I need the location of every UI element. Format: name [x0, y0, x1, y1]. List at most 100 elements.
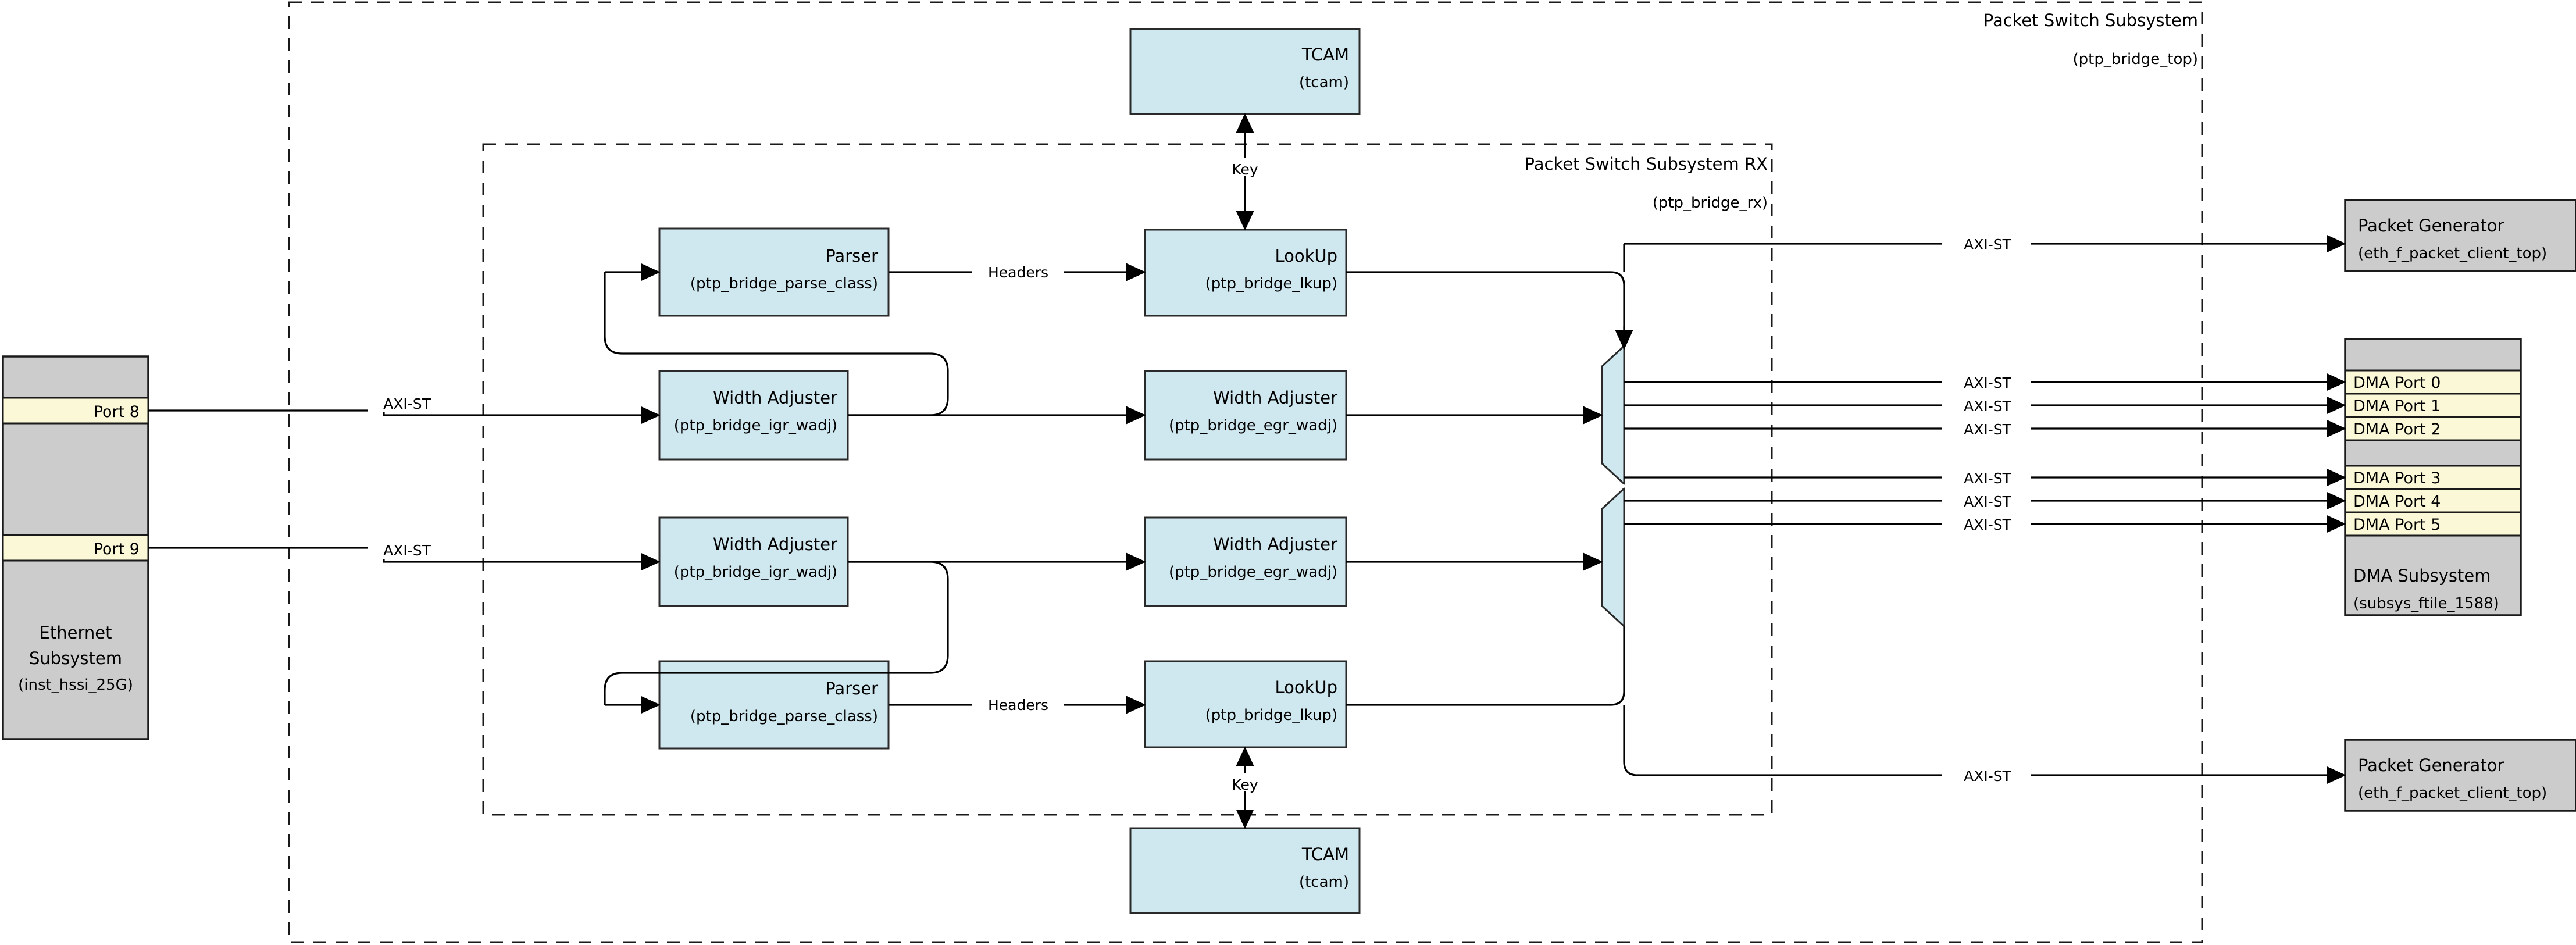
lookup-bottom-box [1144, 660, 1347, 748]
wire-label-headers-0-mask [972, 259, 1064, 276]
wire-igr-wa-top-feedback-to-parser-top [604, 272, 949, 416]
tcam-top: TCAM (tcam) [1129, 28, 1361, 115]
dma-port-1-label: DMA Port 1 [2353, 397, 2441, 415]
wire-label-egress-1-mask [1942, 393, 2031, 409]
width-adjuster-egr-bottom-instance: (ptp_bridge_egr_wadj) [1169, 564, 1337, 581]
wire-label-egress-3: AXI-ST [1964, 470, 2011, 487]
group-label-rx-name: Packet Switch Subsystem RX [1525, 154, 1768, 174]
wire-label-headers-0: Headers [988, 264, 1048, 281]
width-adjuster-igr-top: Width Adjuster (ptp_bridge_igr_wadj) [658, 370, 849, 461]
lookup-top-instance: (ptp_bridge_lkup) [1205, 275, 1337, 293]
packet-generator-top-box [2344, 199, 2576, 272]
dma-port-2-label: DMA Port 2 [2353, 420, 2441, 438]
group-outline-ptp-bridge-rx [482, 143, 1773, 816]
ethernet-subsystem-instance: (inst_hssi_25G) [18, 676, 133, 694]
tcam-bottom-instance: (tcam) [1299, 873, 1349, 891]
dma-port-0-label: DMA Port 0 [2353, 374, 2441, 392]
wire-label-egress-2: AXI-ST [1964, 421, 2011, 438]
width-adjuster-egr-top-name: Width Adjuster [1213, 388, 1337, 408]
wire-label-egress-4: AXI-ST [1964, 493, 2011, 510]
packet-generator-top-instance: (eth_f_packet_client_top) [2358, 245, 2547, 262]
parser-bottom-name: Parser [825, 679, 878, 698]
mux-bottom [1601, 487, 1625, 627]
parser-top-name: Parser [825, 246, 878, 266]
group-label-outer-instance: (ptp_bridge_top) [2072, 51, 2198, 68]
dma-port-5-label: DMA Port 5 [2353, 516, 2441, 534]
dma-port-4[interactable] [2344, 488, 2522, 513]
packet-generator-bottom: Packet Generator (eth_f_packet_client_to… [2344, 739, 2576, 812]
ethernet-port-8[interactable] [2, 397, 149, 425]
wire-label-egress-5-mask [1942, 512, 2031, 528]
ethernet-subsystem-name-line1: Ethernet [40, 623, 112, 643]
tcam-top-box [1129, 28, 1361, 115]
wire-label-pktgen-1: AXI-ST [1964, 768, 2011, 784]
wire-label-egress-4-mask [1942, 488, 2031, 505]
wire-label-pktgen-0-mask [1942, 231, 2031, 248]
width-adjuster-egr-bottom-box [1144, 516, 1347, 607]
wire-label-key-1: Key [1232, 776, 1258, 793]
lookup-top-name: LookUp [1275, 246, 1337, 266]
wire-label-egress-3-mask [1942, 465, 2031, 482]
mux-top [1601, 345, 1625, 485]
packet-generator-bottom-instance: (eth_f_packet_client_top) [2358, 784, 2547, 802]
ethernet-subsystem-name-line2: Subsystem [29, 648, 122, 668]
wire-label-egress-0: AXI-ST [1964, 375, 2011, 391]
packet-generator-top: Packet Generator (eth_f_packet_client_to… [2344, 199, 2576, 272]
wire-label-ingress-1-text: AXI-ST [383, 542, 431, 559]
ethernet-subsystem: Port 8 Port 9 Ethernet Subsystem (inst_h… [2, 355, 149, 740]
width-adjuster-igr-top-instance: (ptp_bridge_igr_wadj) [674, 417, 837, 434]
lookup-bottom: LookUp (ptp_bridge_lkup) [1144, 660, 1347, 748]
dma-port-4-label: DMA Port 4 [2353, 493, 2441, 511]
dma-subsystem-instance: (subsys_ftile_1588) [2353, 595, 2499, 612]
wire-port8-to-igr-wa-top [148, 406, 661, 425]
width-adjuster-egr-top: Width Adjuster (ptp_bridge_egr_wadj) [1144, 370, 1347, 461]
width-adjuster-egr-top-box [1144, 370, 1347, 461]
wire-label-headers-1-mask [972, 692, 1064, 708]
tcam-top-name: TCAM [1301, 45, 1349, 65]
dma-port-1[interactable] [2344, 393, 2522, 418]
ethernet-port-9-label: Port 9 [94, 540, 140, 558]
parser-top: Parser (ptp_bridge_parse_class) [658, 227, 890, 317]
parser-bottom-box [658, 660, 890, 750]
width-adjuster-igr-bottom-name: Width Adjuster [713, 534, 837, 554]
wire-label-pktgen-0: AXI-ST [1964, 236, 2011, 253]
tcam-bottom-box [1129, 827, 1361, 914]
lookup-bottom-instance: (ptp_bridge_lkup) [1205, 707, 1337, 724]
group-label-rx-instance: (ptp_bridge_rx) [1653, 194, 1768, 212]
wire-label-key-1-mask [1218, 773, 1272, 791]
width-adjuster-egr-bottom: Width Adjuster (ptp_bridge_egr_wadj) [1144, 516, 1347, 607]
wire-igr-wa-bottom-feedback-to-parser-bottom [604, 561, 949, 705]
dma-port-3-label: DMA Port 3 [2353, 469, 2441, 487]
packet-generator-bottom-name: Packet Generator [2358, 755, 2504, 775]
wire-label-ingress-0-mask [368, 397, 447, 412]
dma-subsystem: DMA Port 0 DMA Port 1 DMA Port 2 DMA Por… [2344, 338, 2522, 616]
parser-top-box [658, 227, 890, 317]
width-adjuster-igr-top-name: Width Adjuster [713, 388, 837, 408]
parser-top-instance: (ptp_bridge_parse_class) [690, 275, 878, 293]
width-adjuster-egr-top-instance: (ptp_bridge_egr_wadj) [1169, 417, 1337, 434]
wire-label-headers-1: Headers [988, 697, 1048, 714]
parser-bottom-instance: (ptp_bridge_parse_class) [690, 708, 878, 725]
wire-label-key-0-mask [1218, 158, 1272, 176]
wire-lookup-top-to-mux-top [1346, 271, 1625, 346]
packet-generator-top-name: Packet Generator [2358, 216, 2504, 236]
wire-lookup-bottom-to-mux-bottom [1346, 626, 1625, 706]
ethernet-port-8-label: Port 8 [94, 403, 140, 421]
width-adjuster-igr-bottom: Width Adjuster (ptp_bridge_igr_wadj) [658, 516, 849, 607]
group-outline-ptp-bridge-top [288, 1, 2203, 943]
width-adjuster-igr-top-box [658, 370, 849, 461]
lookup-bottom-name: LookUp [1275, 677, 1337, 697]
lookup-top-box [1144, 229, 1347, 317]
wire-label-key-0: Key [1232, 161, 1258, 178]
wire-label-ingress-0-text: AXI-ST [383, 395, 431, 412]
wire-label-egress-0-mask [1942, 370, 2031, 386]
lookup-top: LookUp (ptp_bridge_lkup) [1144, 229, 1347, 317]
dma-port-5[interactable] [2344, 511, 2522, 537]
tcam-top-instance: (tcam) [1299, 74, 1349, 91]
parser-bottom: Parser (ptp_bridge_parse_class) [658, 660, 890, 750]
wire-label-ingress-1-mask [368, 544, 447, 559]
tcam-bottom: TCAM (tcam) [1129, 827, 1361, 914]
width-adjuster-egr-bottom-name: Width Adjuster [1213, 534, 1337, 554]
